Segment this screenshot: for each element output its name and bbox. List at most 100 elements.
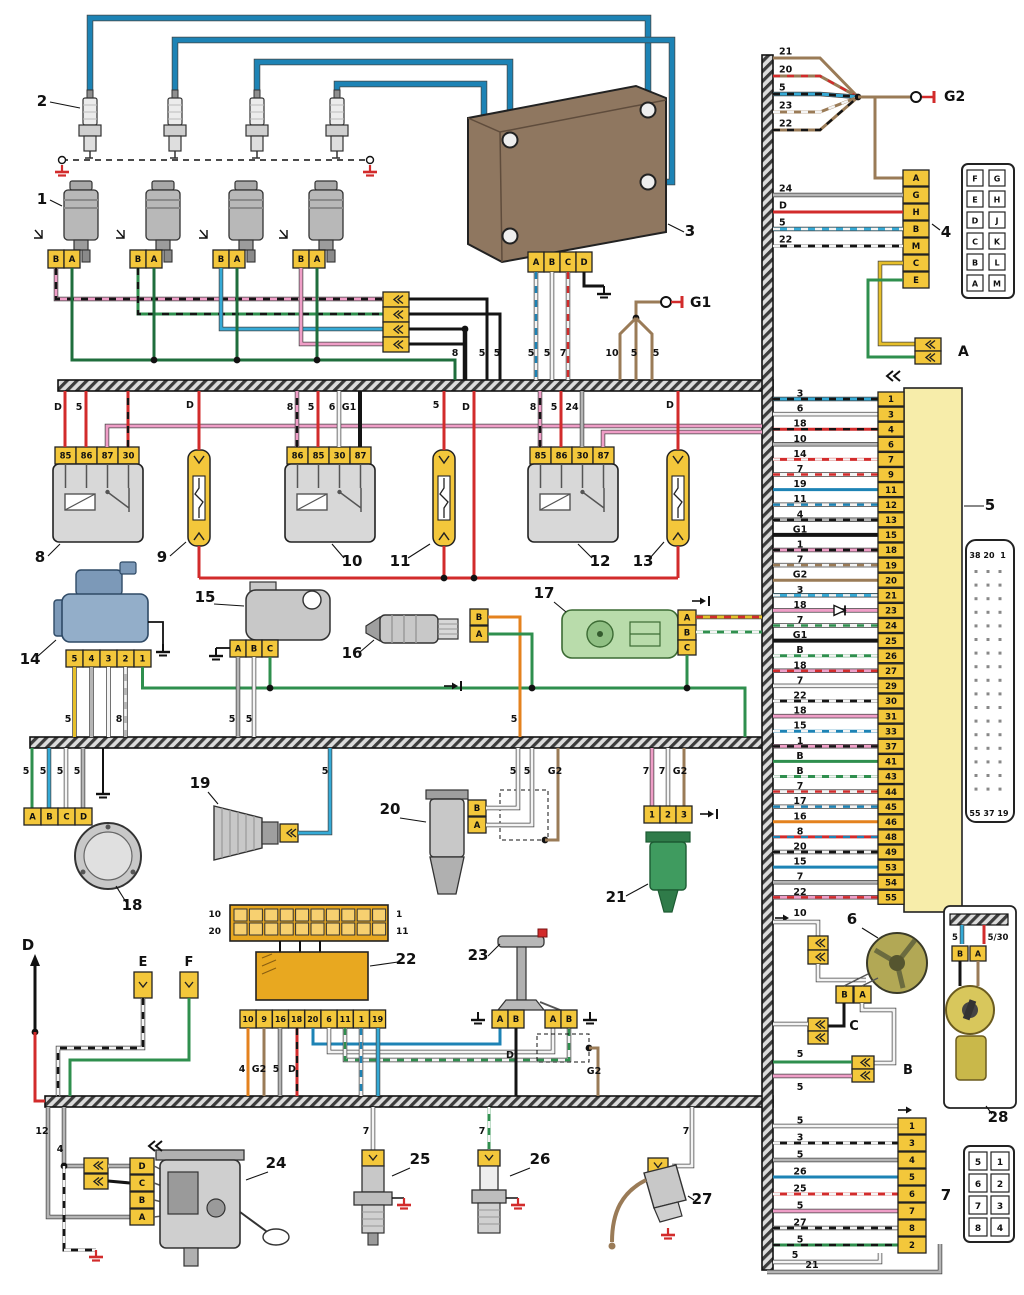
junction-box — [807, 1017, 829, 1032]
plug-hole — [998, 610, 1002, 614]
plug-hole — [998, 787, 1002, 791]
pin-label: A — [476, 630, 483, 640]
junction-box — [133, 971, 153, 999]
plug-hole — [986, 678, 990, 682]
wire — [866, 278, 915, 359]
block-cell — [968, 1217, 988, 1237]
plug-hole — [974, 610, 978, 614]
relay-contact — [582, 488, 605, 512]
unit18-bolt — [130, 869, 136, 875]
label: 25 — [793, 1184, 806, 1195]
wire — [773, 56, 860, 99]
injector-cap — [151, 180, 175, 191]
wire — [672, 1107, 694, 1168]
maf-body — [61, 593, 149, 643]
pump-port — [206, 1198, 226, 1218]
injector-rings — [64, 199, 98, 209]
block-cell-label: A — [972, 280, 979, 289]
pin-label: E — [913, 276, 919, 286]
pin-label: A — [684, 614, 691, 624]
pin-label: B — [841, 991, 847, 1001]
pin-label: 30 — [885, 697, 897, 707]
injector-lower — [155, 239, 171, 251]
wire-outline — [298, 748, 333, 836]
pump-leads — [153, 1165, 163, 1218]
wire — [488, 632, 534, 688]
block22-cell — [233, 908, 248, 922]
label: 3 — [685, 222, 695, 240]
pin-label: A — [497, 1015, 504, 1025]
fan-leads — [843, 973, 879, 987]
label: 18 — [793, 600, 807, 611]
pin-label: 55 — [885, 894, 897, 904]
pin-label: 25 — [885, 637, 897, 647]
sensor27-pigtail — [610, 1178, 647, 1243]
pin-label: 85 — [535, 452, 547, 462]
label: 5 — [797, 1150, 804, 1161]
wire-outline — [859, 1003, 897, 1066]
pin-label: 30 — [123, 452, 135, 462]
callout-line — [49, 101, 81, 109]
block22-cell — [310, 922, 325, 936]
block-cell-label: J — [995, 217, 999, 226]
callout-line — [207, 791, 219, 805]
tps-port — [302, 590, 322, 610]
wire — [136, 268, 383, 316]
plug-hole — [986, 597, 990, 601]
pin-label: 8 — [909, 1224, 915, 1234]
pin-label: A — [913, 174, 920, 184]
label: 4 — [941, 223, 951, 241]
g1-terminal — [660, 296, 672, 308]
label: 12 — [35, 1126, 48, 1137]
plug-hole — [974, 638, 978, 641]
label: 1 — [1000, 551, 1006, 560]
plug-hole — [986, 733, 990, 737]
block-cell — [988, 190, 1006, 208]
label: 22 — [779, 119, 792, 130]
fuse-chevron — [672, 455, 684, 465]
chevron-icon — [92, 1160, 104, 1171]
plug-hole — [986, 583, 990, 587]
panel28-bus — [949, 913, 1009, 926]
block22-cell — [356, 922, 371, 936]
label: 1 — [797, 540, 804, 551]
label: 7 — [797, 781, 804, 792]
label: 5 — [779, 83, 786, 94]
spark-plug-terminal — [86, 89, 94, 99]
injector-nozzle — [163, 249, 173, 263]
pin-label: G — [913, 191, 920, 201]
label: 5 — [65, 714, 72, 725]
junction-dot — [528, 684, 536, 692]
label: 5 — [23, 766, 30, 777]
plug-hole — [986, 570, 990, 573]
pin-box — [877, 557, 905, 573]
pin-box — [877, 768, 905, 785]
pin-label: B — [476, 613, 482, 623]
sensor16-tip — [365, 615, 381, 643]
pin-box — [877, 602, 905, 619]
pin-box — [877, 527, 905, 543]
pin-label: 19 — [372, 1015, 384, 1024]
wire — [828, 1003, 846, 1028]
wire-outline — [486, 748, 535, 828]
plug-hole — [974, 651, 978, 655]
label: 7 — [643, 766, 650, 777]
pin-label: 30 — [577, 452, 589, 462]
sensor19-nose — [261, 821, 279, 845]
pin-box — [877, 542, 905, 558]
block-cell-label: K — [994, 238, 1001, 247]
label: 12 — [590, 552, 611, 570]
label: 11 — [396, 927, 409, 937]
block-cell — [990, 1217, 1010, 1237]
pin-label: 11 — [340, 1015, 352, 1024]
chevron-icon — [285, 828, 297, 838]
float-arm — [239, 1211, 271, 1235]
chevron-icon — [392, 324, 404, 335]
plug-hole — [998, 651, 1002, 655]
pin-label: 1 — [359, 1015, 365, 1024]
callout-line — [213, 603, 245, 607]
injector-rings — [309, 199, 343, 209]
unit18-bolt — [80, 869, 86, 875]
ht-tower — [501, 227, 519, 245]
